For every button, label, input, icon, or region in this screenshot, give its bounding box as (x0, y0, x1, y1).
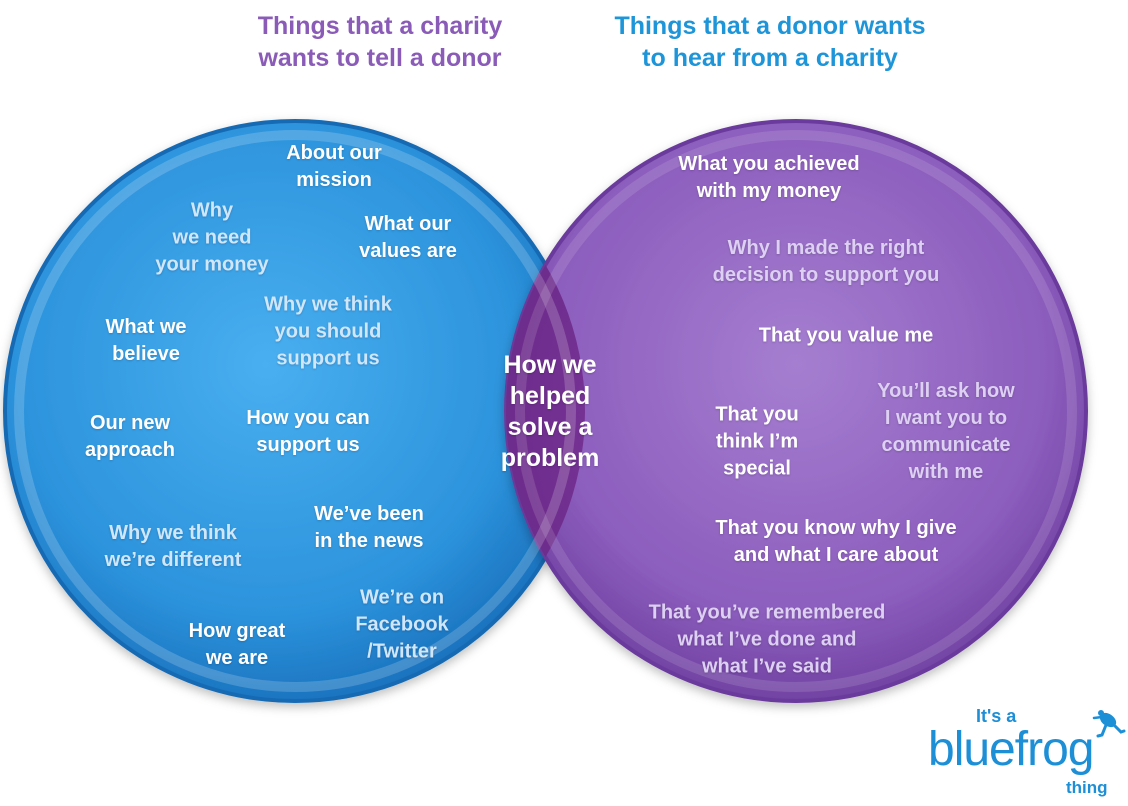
charity-item-line: approach (84, 439, 176, 461)
charity-item-line: support us (276, 347, 380, 370)
brand-prefix: It's a (976, 706, 1017, 726)
charity-item-5: What we believe (105, 314, 186, 368)
charity-header: Things that a charity wants to tell a do… (165, 10, 595, 74)
donor-item-line: What you achieved (678, 153, 860, 175)
brand-suffix: thing (1066, 778, 1108, 797)
donor-item-line: and what I care about (733, 544, 939, 566)
donor-item-6: That you know why I give and what I care … (715, 515, 956, 569)
charity-item-10: We’re on Facebook/Twitter (355, 585, 448, 666)
frog-icon (1092, 710, 1126, 738)
charity-item-9: We’ve been in the news (314, 501, 424, 555)
charity-header-line: Things that a charity (257, 12, 503, 40)
donor-item-line: special (723, 457, 791, 480)
brand-name: bluefrog (928, 723, 1094, 776)
charity-item-line: values are (359, 240, 457, 262)
overlap-item-line: solve a (507, 413, 593, 441)
charity-item-4: Why we think you should support us (264, 292, 392, 373)
charity-item-1: About our mission (286, 140, 382, 194)
charity-item-line: About our (286, 142, 382, 164)
charity-item-line: How great (188, 620, 286, 642)
charity-item-line: We’ve been (314, 503, 424, 525)
donor-item-line: I want you to (884, 407, 1008, 429)
charity-item-line: What we (105, 316, 187, 338)
donor-item-line: what I’ve done and (677, 628, 857, 651)
donor-item-line: what I’ve said (701, 655, 833, 678)
donor-circle-highlight (515, 130, 1077, 692)
donor-item-line: Why I made the right (727, 237, 925, 259)
donor-item-line: That you’ve remembered (648, 601, 886, 624)
charity-item-line: believe (112, 343, 180, 365)
charity-item-7: How you can support us (246, 405, 369, 459)
charity-item-line: your money (155, 253, 269, 276)
donor-item-7: That you’ve remembered what I’ve done and… (649, 600, 886, 681)
overlap-item-line: helped (509, 382, 591, 410)
donor-item-line: That you value me (758, 324, 934, 347)
donor-item-2: Why I made the right decision to support … (713, 235, 940, 289)
donor-item-1: What you achieved with my money (678, 151, 859, 205)
charity-item-line: Our new (89, 412, 170, 434)
charity-item-line: we need (172, 226, 252, 249)
donor-item-4: That you think I’m special (715, 402, 798, 483)
donor-item-line: That you know why I give (715, 517, 957, 539)
donor-item-line: with me (908, 461, 984, 483)
charity-circle-highlight (14, 130, 576, 692)
donor-item-line: think I’m (715, 430, 799, 453)
charity-item-11: How great we are (189, 618, 286, 672)
charity-item-line: mission (296, 169, 372, 191)
donor-header: Things that a donor wants to hear from a… (560, 10, 980, 74)
charity-item-line: we are (205, 647, 269, 669)
donor-item-line: communicate (881, 434, 1011, 456)
charity-item-line: Why (190, 199, 234, 222)
donor-item-3: That you value me (759, 323, 934, 350)
charity-item-6: Our new approach (85, 410, 175, 464)
overlap-item: How we helped solve a problem (501, 350, 600, 474)
donor-item-5: You’ll ask how I want you to communicate wi… (877, 378, 1014, 486)
charity-item-line: we’re different (104, 549, 242, 571)
charity-item-line: support us (256, 434, 360, 456)
charity-item-2: Why we need your money (155, 198, 268, 279)
charity-item-3: What our values are (359, 211, 457, 265)
donor-item-line: You’ll ask how (877, 380, 1015, 402)
donor-header-line: to hear from a charity (642, 44, 898, 72)
charity-item-line: in the news (314, 530, 424, 552)
charity-item-line: How you can (246, 407, 370, 429)
donor-item-line: decision to support you (712, 264, 940, 286)
overlap-item-line: How we (503, 351, 597, 379)
donor-item-line: with my money (696, 180, 842, 202)
charity-item-line: What our (364, 213, 452, 235)
charity-item-line: /Twitter (367, 640, 437, 663)
donor-header-line: Things that a donor wants (614, 12, 926, 40)
overlap-item-line: problem (500, 444, 600, 472)
charity-header-line: wants to tell a donor (258, 44, 502, 72)
charity-item-line: We’re on (359, 586, 445, 609)
charity-item-line: Why we think (109, 522, 237, 544)
bluefrog-logo: It's a bluefrog thing (918, 700, 1126, 804)
donor-item-line: That you (715, 403, 799, 426)
charity-item-line: Facebook (355, 613, 449, 636)
charity-item-line: you should (274, 320, 382, 343)
charity-item-8: Why we think we’re different (105, 520, 242, 574)
charity-item-line: Why we think (264, 293, 392, 316)
